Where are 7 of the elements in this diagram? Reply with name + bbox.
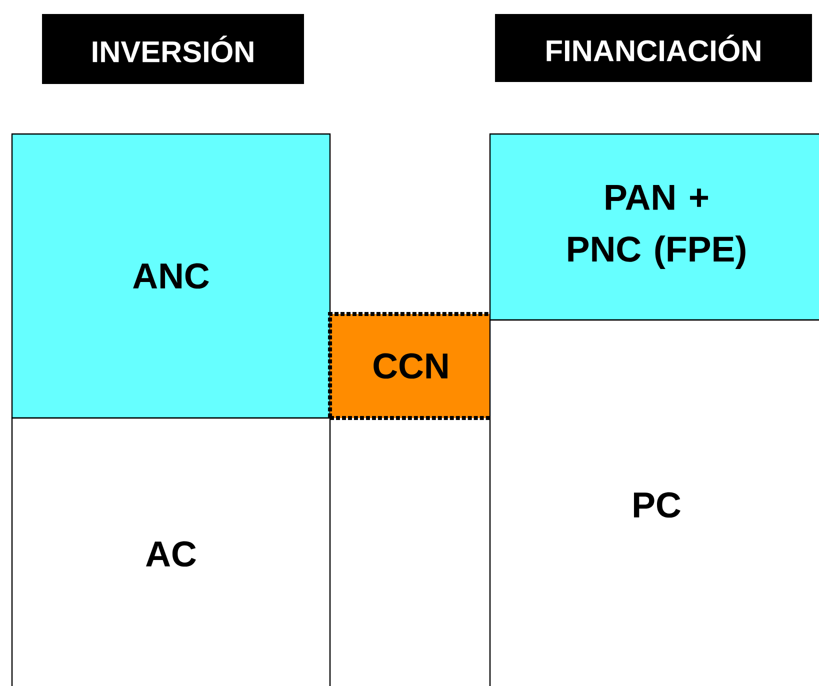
highlight-box: CCN bbox=[328, 312, 494, 420]
heading-box: FINANCIACIÓN bbox=[495, 14, 812, 82]
balance-box: PAN + PNC (FPE) bbox=[489, 133, 819, 321]
balance-box: AC bbox=[11, 417, 331, 686]
balance-box: PC bbox=[489, 319, 819, 686]
balance-box: ANC bbox=[11, 133, 331, 419]
heading-box: INVERSIÓN bbox=[42, 14, 304, 84]
